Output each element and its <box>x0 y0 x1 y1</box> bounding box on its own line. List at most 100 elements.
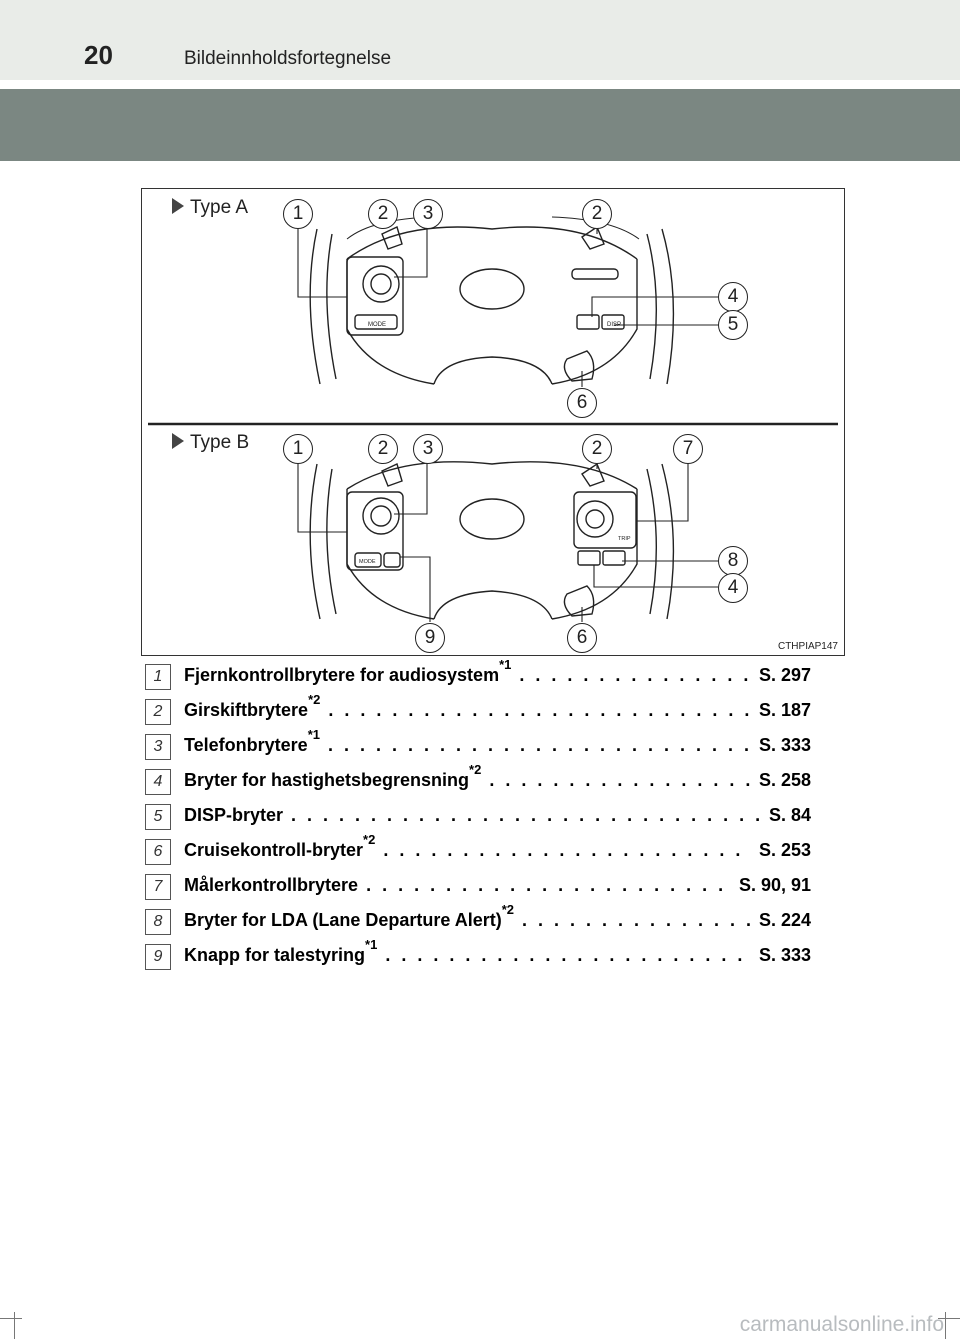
legend-number: 2 <box>145 699 171 725</box>
callout-3: 3 <box>413 434 443 464</box>
page-number: 20 <box>84 40 113 70</box>
type-b-wheel <box>297 451 718 622</box>
legend-label: Fjernkontrollbrytere for audiosystem <box>184 665 500 685</box>
type-a-wheel <box>297 216 718 387</box>
legend-page-ref[interactable]: S. 224 <box>758 910 811 930</box>
crop-mark <box>14 1312 15 1339</box>
disp-button-label: DISP <box>607 322 621 328</box>
legend-entry: Telefonbrytere*1 S. 333 <box>184 727 811 756</box>
leader-dots <box>328 700 751 721</box>
crop-mark <box>945 1312 946 1339</box>
leader-dots <box>291 805 761 826</box>
legend-page-ref[interactable]: S. 333 <box>758 735 811 755</box>
legend-label: Girskiftbrytere <box>184 700 309 720</box>
legend-page-ref[interactable]: S. 90, 91 <box>738 875 811 895</box>
legend-entry: Knapp for talestyring*1 S. 333 <box>184 937 811 966</box>
callout-3: 3 <box>413 199 443 229</box>
legend-item: 2 Girskiftbrytere*2 S. 187 <box>145 692 811 730</box>
legend-number: 7 <box>145 874 171 900</box>
legend-number: 3 <box>145 734 171 760</box>
leader-dots <box>519 665 751 686</box>
legend-page-ref[interactable]: S. 187 <box>758 700 811 720</box>
legend-entry: Cruisekontroll-bryter*2 S. 253 <box>184 832 811 861</box>
steering-wheel-illustration: MODE DISP MODE TRIP <box>148 216 838 622</box>
legend-entry: Girskiftbrytere*2 S. 187 <box>184 692 811 721</box>
type-b-label: Type B <box>172 432 249 454</box>
legend-number: 9 <box>145 944 171 970</box>
callout-2: 2 <box>582 434 612 464</box>
callout-1: 1 <box>283 199 313 229</box>
watermark: carmanualsonline.info <box>739 1313 944 1336</box>
callout-7: 7 <box>673 434 703 464</box>
legend-label: Cruisekontroll-bryter <box>184 840 364 860</box>
leader-dots <box>366 875 731 896</box>
leader-dots <box>385 945 751 966</box>
callout-2: 2 <box>368 199 398 229</box>
callout-9: 9 <box>415 623 445 653</box>
leader-dots <box>328 735 751 756</box>
legend-item: 1 Fjernkontrollbrytere for audiosystem*1S… <box>145 657 811 695</box>
leader-dots <box>522 910 751 931</box>
legend-footnote: *2 <box>469 762 482 777</box>
legend-number: 4 <box>145 769 171 795</box>
type-b-label-text: Type B <box>190 432 250 453</box>
legend-page-ref[interactable]: S. 333 <box>758 945 811 965</box>
legend-footnote: *1 <box>499 657 512 672</box>
legend-label: Målerkontrollbrytere <box>184 875 359 895</box>
figure-code: CTHPIAP147 <box>777 641 838 652</box>
legend-entry: Bryter for LDA (Lane Departure Alert)*2S… <box>184 902 811 931</box>
header-band <box>0 89 960 161</box>
legend-page-ref[interactable]: S. 253 <box>758 840 811 860</box>
legend-footnote: *1 <box>307 727 320 742</box>
callout-4: 4 <box>718 573 748 603</box>
callout-1: 1 <box>283 434 313 464</box>
section-title: Bildeinnholdsfortegnelse <box>184 48 392 69</box>
legend-footnote: *1 <box>365 937 378 952</box>
legend-number: 1 <box>145 664 171 690</box>
callout-2: 2 <box>582 199 612 229</box>
legend-entry: Bryter for hastighetsbegrensning*2 S. 258 <box>184 762 811 791</box>
legend-item: 5 DISP-bryter S. 84 <box>145 800 811 835</box>
callout-6: 6 <box>567 623 597 653</box>
legend-item: 4 Bryter for hastighetsbegrensning*2 S. 25… <box>145 762 811 800</box>
steering-wheel-figure: MODE DISP MODE TRIP Type A Type B 1 2 3 … <box>141 188 845 656</box>
legend-footnote: *2 <box>308 692 321 707</box>
legend-item: 9 Knapp for talestyring*1 S. 333 <box>145 937 811 975</box>
legend-footnote: *2 <box>501 902 515 917</box>
leader-dots <box>489 770 751 791</box>
legend-page-ref[interactable]: S. 258 <box>758 770 811 790</box>
triangle-icon <box>172 433 184 449</box>
legend-label: Bryter for hastighetsbegrensning <box>184 770 470 790</box>
legend-footnote: *2 <box>363 832 376 847</box>
legend-label: Knapp for talestyring <box>184 945 366 965</box>
triangle-icon <box>172 198 184 214</box>
legend-entry: DISP-bryter S. 84 <box>184 805 811 826</box>
legend-page-ref[interactable]: S. 84 <box>768 805 811 825</box>
page-header <box>0 0 960 80</box>
leader-dots <box>383 840 751 861</box>
legend-page-ref[interactable]: S. 297 <box>758 665 811 685</box>
legend-item: 6 Cruisekontroll-bryter*2 S. 253 <box>145 832 811 870</box>
crop-mark <box>0 1318 22 1319</box>
trip-button-label: TRIP <box>618 536 631 542</box>
legend-number: 6 <box>145 839 171 865</box>
callout-2: 2 <box>368 434 398 464</box>
type-a-label: Type A <box>172 197 248 219</box>
legend-number: 8 <box>145 909 171 935</box>
legend-label: DISP-bryter <box>184 805 284 825</box>
legend-item: 8 Bryter for LDA (Lane Departure Alert)*2… <box>145 902 811 940</box>
callout-4: 4 <box>718 282 748 312</box>
callout-6: 6 <box>567 388 597 418</box>
legend-label: Bryter for LDA (Lane Departure Alert) <box>184 910 502 930</box>
legend-entry: Målerkontrollbrytere S. 90, 91 <box>184 875 811 896</box>
callout-5: 5 <box>718 310 748 340</box>
crop-mark <box>938 1318 960 1319</box>
legend-number: 5 <box>145 804 171 830</box>
callout-8: 8 <box>718 546 748 576</box>
legend-item: 3 Telefonbrytere*1 S. 333 <box>145 727 811 765</box>
mode-button-label: MODE <box>359 559 376 565</box>
legend-label: Telefonbrytere <box>184 735 308 755</box>
type-a-label-text: Type A <box>190 197 249 218</box>
legend-item: 7 Målerkontrollbrytere S. 90, 91 <box>145 870 811 905</box>
